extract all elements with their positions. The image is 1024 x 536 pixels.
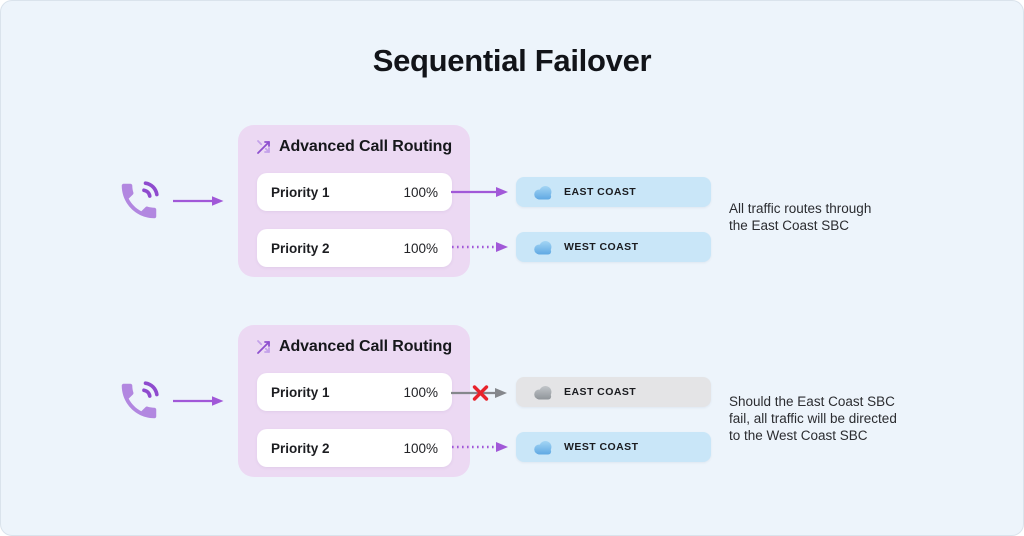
- scenario-caption: All traffic routes through the East Coas…: [729, 200, 871, 234]
- destination-west-coast: WEST COAST: [516, 232, 711, 262]
- rule-value: 100%: [403, 440, 438, 456]
- card-title: Advanced Call Routing: [279, 138, 453, 155]
- priority-2-rule: Priority 2 100%: [257, 429, 452, 467]
- scenario-failover: Advanced Call Routing Priority 1 100% Pr…: [0, 325, 1024, 477]
- advanced-call-routing-card: Advanced Call Routing Priority 1 100% Pr…: [238, 125, 470, 277]
- rule-label: Priority 2: [271, 240, 330, 256]
- cloud-icon: [533, 240, 554, 255]
- destination-east-coast-failed: EAST COAST: [516, 377, 711, 407]
- caption-line: fail, all traffic will be directed: [729, 411, 897, 426]
- destination-label: EAST COAST: [564, 186, 637, 198]
- page-title: Sequential Failover: [372, 43, 652, 78]
- priority-2-rule: Priority 2 100%: [257, 229, 452, 267]
- cloud-icon: [533, 440, 554, 455]
- source-to-router-arrow: [173, 396, 224, 406]
- card-header: Advanced Call Routing: [256, 138, 452, 156]
- destination-label: EAST COAST: [564, 386, 637, 398]
- scenario-normal-routing: Advanced Call Routing Priority 1 100% Pr…: [0, 125, 1024, 277]
- failed-route-arrow: [451, 385, 507, 401]
- card-header: Advanced Call Routing: [256, 338, 452, 356]
- rule-value: 100%: [403, 240, 438, 256]
- shuffle-icon: [256, 139, 272, 155]
- caption-line: Should the East Coast SBC: [729, 394, 895, 409]
- scenario-caption: Should the East Coast SBC fail, all traf…: [729, 393, 897, 444]
- destination-east-coast: EAST COAST: [516, 177, 711, 207]
- active-route-arrow: [451, 187, 508, 197]
- priority-1-rule: Priority 1 100%: [257, 173, 452, 211]
- caption-line: All traffic routes through: [729, 201, 872, 216]
- rule-label: Priority 1: [271, 184, 330, 200]
- caption-line: to the West Coast SBC: [729, 428, 868, 443]
- rule-label: Priority 1: [271, 384, 330, 400]
- failover-route-arrow: [452, 442, 508, 452]
- red-x-icon: [472, 385, 489, 401]
- rule-value: 100%: [403, 184, 438, 200]
- advanced-call-routing-card: Advanced Call Routing Priority 1 100% Pr…: [238, 325, 470, 477]
- shuffle-icon: [256, 339, 272, 355]
- cloud-icon: [533, 385, 554, 400]
- rule-value: 100%: [403, 384, 438, 400]
- priority-1-rule: Priority 1 100%: [257, 373, 452, 411]
- rule-label: Priority 2: [271, 440, 330, 456]
- cloud-icon: [533, 185, 554, 200]
- card-title: Advanced Call Routing: [279, 338, 453, 355]
- caption-line: the East Coast SBC: [729, 218, 850, 233]
- source-to-router-arrow: [173, 196, 224, 206]
- destination-label: WEST COAST: [564, 441, 639, 453]
- phone-call-icon: [116, 378, 162, 424]
- standby-route-arrow: [452, 242, 508, 252]
- phone-call-icon: [116, 178, 162, 224]
- destination-label: WEST COAST: [564, 241, 639, 253]
- destination-west-coast: WEST COAST: [516, 432, 711, 462]
